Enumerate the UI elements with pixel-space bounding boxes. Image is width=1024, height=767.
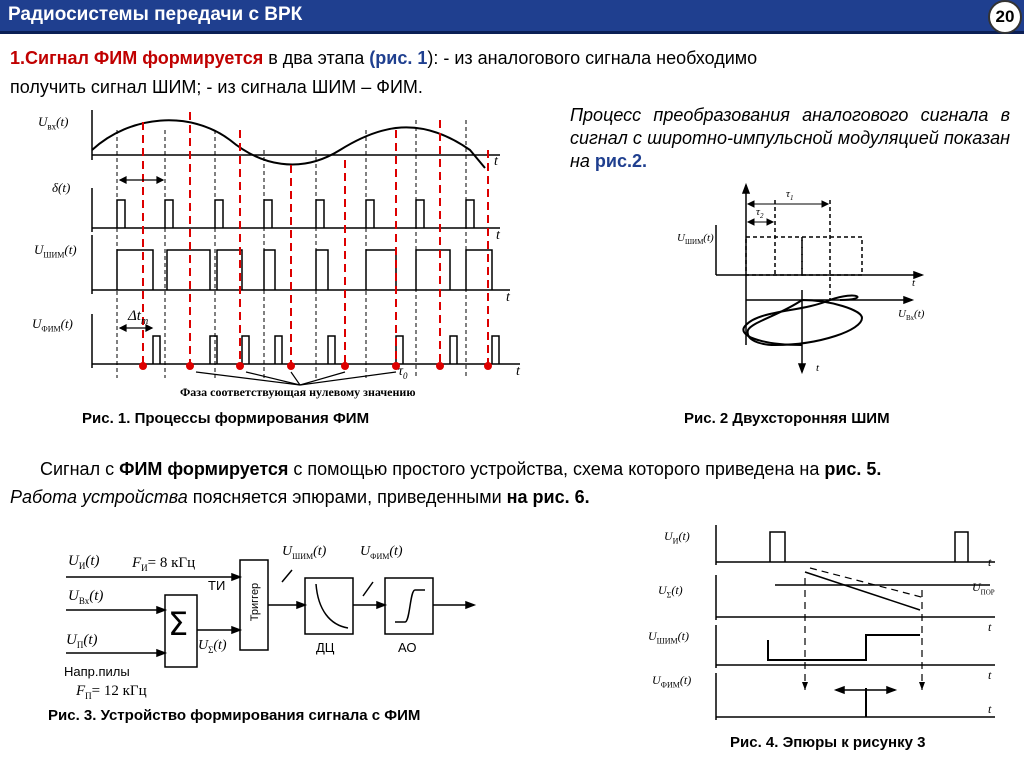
fig2-caption: Рис. 2 Двухсторонняя ШИМ [684,410,890,427]
fig4-label-ushim: UШИМ(t) [648,629,689,646]
fig3-sum-symbol: Σ [168,605,189,643]
slide-number: 20 [988,0,1022,34]
fig2-label-uvx: UВх(t) [898,308,925,323]
fig2-label-ushim: UШИМ(t) [677,232,714,247]
process-ref: рис.2. [594,151,648,171]
fig4-caption: Рис. 4. Эпюры к рисунку 3 [730,734,926,751]
fig4-label-usum: UΣ(t) [658,583,683,600]
fig3-label-fi: FИ= 8 кГц [132,555,196,573]
fig3-label-ushim: UШИМ(t) [282,544,327,561]
para2-line-2: Работа устройства поясняется эпюрами, пр… [10,487,590,507]
intro-mid: в два этапа [263,48,370,68]
fig2-tau2: τ2 [756,206,764,221]
fig4-label-ui: UИ(t) [664,529,690,546]
fig1-analog-signal [91,119,486,169]
fig3-label-ao: АО [398,640,417,655]
fig3-caption: Рис. 3. Устройство формирования сигнала … [48,707,421,724]
fig3-ao-block [384,577,434,635]
slide-header: Радиосистемы передачи с ВРК 20 [0,0,1024,34]
fig4-t-3: t [988,668,992,682]
fig1-t-3: t [506,290,510,305]
fig4-ui-pulses [769,531,969,562]
fig3-label-fp: FП= 12 кГц [76,683,147,701]
process-text: Процесс преобразования аналогового сигна… [570,104,1010,173]
fig3-label-uvx: UВх(t) [68,588,104,606]
fig1-label-delta: δ(t) [52,180,71,195]
fig1-label-ufim: UФИМ(t) [32,316,73,334]
process-body: Процесс преобразования аналогового сигна… [570,105,1010,171]
fig3-summator [164,594,198,668]
fig2-t-2: t [816,362,820,374]
fig1-t-4: t [516,364,520,379]
fig3-label-ufim: UФИМ(t) [360,544,403,561]
fig2-tau1: τ1 [786,188,794,203]
fig3-label-ti: ТИ [208,578,226,593]
fig4-label-upor: UПОР [972,580,995,597]
fig1-delta-pulses [116,199,475,228]
fig1-caption: Рис. 1. Процессы формирования ФИМ [82,410,370,427]
fig3-label-ui: UИ(t) [68,553,100,571]
para2-line-1: Сигнал с ФИМ формируется с помощью прост… [40,459,882,479]
fig1-t-2: t [496,228,500,243]
fig1-t-1: t [494,154,498,169]
slide-title: Радиосистемы передачи с ВРК [8,4,303,25]
fig2-t-1: t [912,277,916,289]
fig1-fim-pulses [152,335,500,364]
intro-line-1: 1.Сигнал ФИМ формируется в два этапа (ри… [10,47,1010,70]
fig1-label-ushim: UШИМ(t) [34,242,77,260]
fig4-ushim-wave [767,634,920,661]
intro-close: ): [427,48,439,68]
intro-ref: (рис. 1 [369,48,428,68]
fig1-tau0: τ0 [398,364,408,381]
intro-line-2: получить сигнал ШИМ; - из сигнала ШИМ – … [10,77,423,97]
fig3-dc-block [304,577,354,635]
intro-lead: 1.Сигнал ФИМ формируется [10,48,264,68]
intro-rest: - из аналогового сигнала необходимо [438,48,758,68]
fig3-label-saw: Напр.пилы [64,664,130,679]
fig4-t-4: t [988,702,992,716]
fig4-t-1: t [988,555,992,569]
fig1-dtm: Δtm [128,308,149,327]
fig4-t-2: t [988,620,992,634]
fig1-phase-note: Фаза соответствующая нулевому значению [180,385,416,399]
fig1-label-uin: Uвх(t) [38,114,69,132]
fig3-label-dc: ДЦ [316,640,335,655]
fig3-label-up: UП(t) [66,632,98,650]
fig3-label-usum: UΣ(t) [198,638,227,655]
fig4-label-ufim: UФИМ(t) [652,673,692,690]
fig1-pwm-pulses [116,249,493,290]
